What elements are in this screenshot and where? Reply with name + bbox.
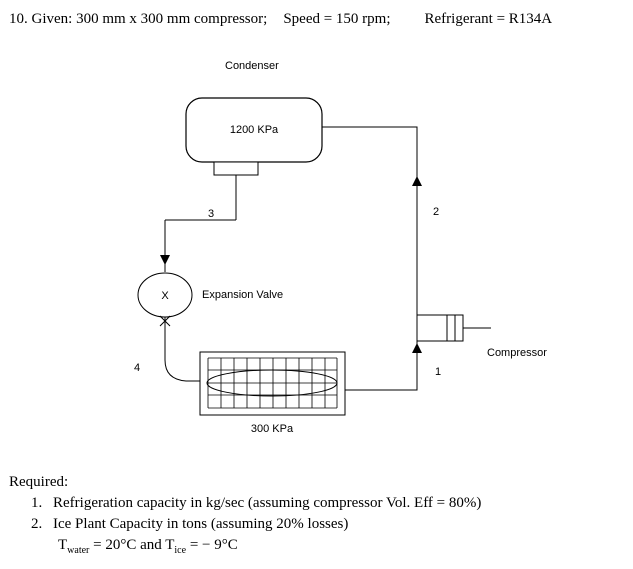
required-heading: Required: [9,474,69,490]
given-text: 10. Given: 300 mm x 300 mm compressor; [9,11,268,27]
state-1-label: 1 [435,366,441,378]
speed-text: Speed = 150 rpm; [283,11,391,27]
pipe-state-2 [322,126,418,315]
pipe-state-1 [345,341,418,391]
problem-statement: 10. Given: 300 mm x 300 mm compressor; Sp… [9,11,552,28]
temp-middle-text: = 20°C and T [89,537,175,553]
required-section: Required: 1. Refrigeration capacity in k… [9,472,481,556]
valve-symbol-label: X [161,290,169,302]
expansion-valve-label: Expansion Valve [202,289,283,301]
arrow-down-icon [160,255,170,265]
state-3-label: 3 [208,208,214,220]
item-1-text: Refrigeration capacity in kg/sec (assumi… [53,495,482,511]
required-item-2: 2. Ice Plant Capacity in tons (assuming … [31,514,481,535]
t-water-symbol: T [58,537,68,553]
t-water-subscript: water [67,545,90,556]
t-ice-subscript: ice [174,545,187,556]
pipe-state-4 [164,317,200,382]
condenser-outlet-stub [213,161,259,176]
state-2-label: 2 [433,206,439,218]
evaporator-shape [199,351,346,416]
condenser-label: Condenser [225,60,279,72]
evaporator-coil-ellipse [206,369,338,397]
evaporator-pressure-label: 300 KPa [251,423,294,435]
item-2-number: 2. [31,516,43,532]
required-item-1: 1. Refrigeration capacity in kg/sec (ass… [31,493,481,514]
temp-end-text: = − 9°C [186,537,238,553]
pipe-state-3 [165,175,237,221]
compressor-shaft [446,315,491,341]
compressor-icon [416,314,464,342]
arrow-up-icon [412,343,422,353]
refrigerant-text: Refrigerant = R134A [424,11,553,27]
compressor-label: Compressor [487,347,547,359]
item-1-number: 1. [31,495,43,511]
item-2-text: Ice Plant Capacity in tons (assuming 20%… [53,516,349,532]
state-4-label: 4 [134,362,140,374]
temperature-conditions: Twater = 20°C and Tice = − 9°C [58,535,481,556]
condenser-pressure-label: 1200 KPa [230,124,279,136]
arrow-up-icon [412,176,422,186]
